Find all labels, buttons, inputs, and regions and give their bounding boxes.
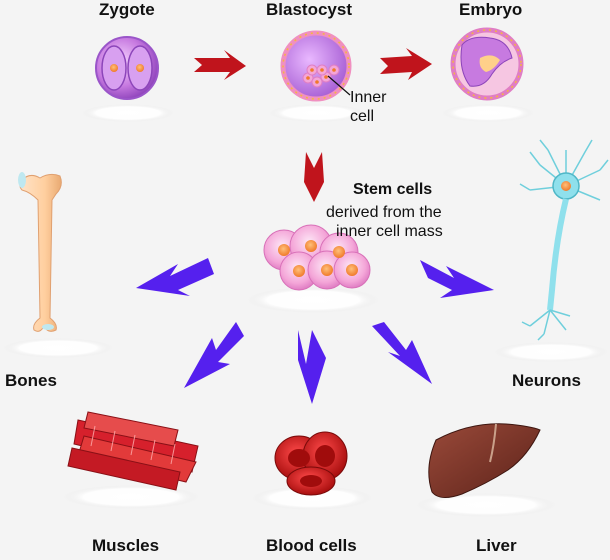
- stem-cell-cluster: [263, 224, 371, 291]
- liver-label: Liver: [476, 536, 517, 555]
- muscle-illustration: [67, 411, 199, 491]
- embryo-label: Embryo: [459, 0, 523, 19]
- red-arrows: [194, 48, 432, 202]
- inner-cell-pointer: [327, 75, 351, 96]
- stem-cells-title: Stem cells: [353, 181, 433, 198]
- blastocyst-label: Blastocyst: [266, 0, 352, 19]
- stem-cells-desc-line1: derived from the: [326, 204, 442, 221]
- zygote-label: Zygote: [99, 0, 155, 19]
- stem-cells-desc-line2: inner cell mass: [336, 223, 443, 240]
- inner-cell-label-line2: cell: [350, 108, 375, 125]
- muscles-label: Muscles: [92, 536, 160, 555]
- embryo-cell: [450, 27, 524, 101]
- neuron-illustration: [519, 139, 609, 341]
- liver-illustration: [428, 423, 541, 498]
- blue-arrows: [136, 258, 494, 404]
- bone-illustration: [18, 172, 62, 332]
- blastocyst-cell: [280, 30, 352, 102]
- inner-cell-label-line1: Inner: [350, 89, 387, 106]
- neurons-label: Neurons: [512, 371, 581, 390]
- ground-shadows: [3, 104, 608, 517]
- inner-cell-mass: [302, 64, 340, 88]
- blood-cells-illustration: [274, 431, 348, 496]
- blood-cells-label: Blood cells: [266, 536, 357, 555]
- bones-label: Bones: [5, 371, 57, 390]
- zygote-cell: [95, 36, 159, 100]
